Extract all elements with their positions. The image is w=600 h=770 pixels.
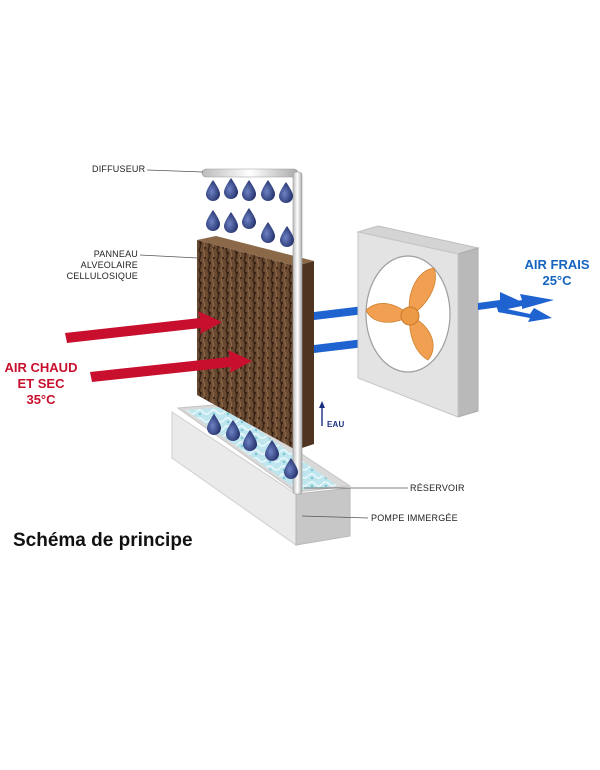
panel-label-line: ALVEOLAIRE — [80, 260, 138, 270]
panel-top — [197, 236, 314, 266]
fan-blades — [365, 267, 436, 361]
pipe-horizontal — [201, 168, 299, 178]
water-drop — [207, 414, 221, 435]
cold-air-out-arrow — [478, 292, 522, 313]
reservoir-label: RÉSERVOIR — [410, 483, 465, 493]
fan-blade — [409, 315, 434, 361]
hot-air-label: AIR CHAUD ET SEC 35°C — [4, 360, 78, 408]
diagram-caption: Schéma de principe — [13, 530, 193, 551]
hot-air-arrows — [65, 311, 252, 382]
hot-air-arrow — [65, 311, 222, 343]
pump-label: POMPE IMMERGÉE — [371, 513, 458, 523]
panel-label-line: CELLULOSIQUE — [66, 271, 138, 281]
water-drop — [206, 210, 220, 231]
cellulose-panel — [197, 236, 314, 450]
hot-air-label-line: AIR CHAUD — [4, 360, 78, 375]
hot-air-label-line: 35°C — [26, 392, 56, 407]
water-drop — [284, 458, 298, 479]
panel-face — [197, 240, 296, 450]
fan-blade — [365, 303, 411, 323]
diffuser-pipe — [201, 168, 303, 495]
leader-lines — [139, 169, 408, 519]
cold-air-out-arrow — [496, 294, 554, 311]
water-up-arrow — [319, 401, 325, 426]
water-arrow-head — [319, 401, 325, 408]
fan-blade — [408, 267, 436, 317]
water-drop — [206, 180, 220, 201]
water-drop — [224, 212, 238, 233]
leader-diffuser — [146, 169, 204, 173]
fan-housing-side — [457, 247, 479, 418]
panel-label: PANNEAU ALVEOLAIRE CELLULOSIQUE — [63, 249, 138, 282]
leader-panel — [139, 254, 199, 259]
fan-unit — [356, 225, 480, 418]
cold-air-out-arrow — [498, 307, 552, 322]
cold-air-label: AIR FRAIS 25°C — [523, 257, 591, 289]
diffuser-label: DIFFUSEUR — [92, 164, 146, 174]
panel-label-line: PANNEAU — [93, 249, 138, 259]
pipe-vertical — [292, 171, 303, 495]
leader-pump — [301, 515, 369, 519]
water-drop — [279, 182, 293, 203]
cold-air-label-line: 25°C — [542, 273, 572, 288]
water-drop — [226, 420, 240, 441]
water-drop — [261, 222, 275, 243]
cold-air-label-line: AIR FRAIS — [524, 257, 590, 272]
hot-air-label-line: ET SEC — [17, 376, 65, 391]
water-drop — [242, 208, 256, 229]
water-drop — [242, 180, 256, 201]
water-drop — [243, 430, 257, 451]
water-label: EAU — [327, 420, 345, 429]
cold-air-out-arrows — [478, 292, 554, 322]
water-drop — [265, 440, 279, 461]
water-drop — [224, 178, 238, 199]
water-drop — [280, 226, 294, 247]
hot-air-arrow — [90, 350, 252, 382]
water-drops — [206, 178, 298, 479]
fan-hub — [400, 306, 420, 326]
water-drop — [261, 180, 275, 201]
